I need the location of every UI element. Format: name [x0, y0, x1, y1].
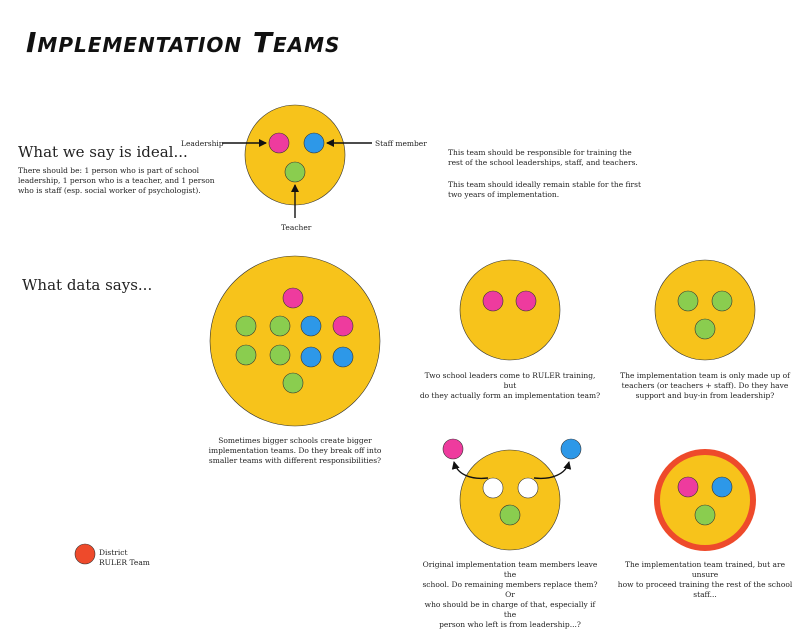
diagram-canvas — [74, 104, 756, 565]
departed-staff — [560, 438, 582, 460]
teachers-only-circle — [654, 259, 756, 361]
member-dot — [677, 290, 699, 312]
member-dot — [269, 315, 291, 337]
teachers-only-caption: The implementation team is only made up … — [620, 371, 790, 400]
leave-arrow-right — [533, 461, 572, 480]
member-dot — [300, 315, 322, 337]
ideal-team-diagram — [222, 104, 372, 218]
member-dot — [282, 287, 304, 309]
member-dot — [711, 290, 733, 312]
member-dot — [677, 476, 699, 498]
data-heading: What data says... — [22, 276, 153, 294]
big-team-circle — [209, 255, 381, 427]
member-dot — [269, 344, 291, 366]
members-leave-circle — [459, 449, 561, 551]
leave-arrow-left — [451, 461, 489, 480]
ideal-description: There should be: 1 person who is part of… — [18, 166, 215, 195]
teacher-member — [284, 161, 306, 183]
legend-district-label: District RULER Team — [99, 548, 150, 567]
district-ring-team-circle — [654, 449, 756, 551]
member-dot — [235, 344, 257, 366]
member-dot — [332, 315, 354, 337]
label-leadership: Leadership — [181, 139, 224, 148]
ideal-heading: What we say is ideal... — [18, 143, 188, 161]
member-dot — [499, 504, 521, 526]
member-dot — [694, 318, 716, 340]
teachers-only-diagram — [654, 259, 756, 361]
member-dot — [711, 476, 733, 498]
ideal-stability-text: This team should ideally remain stable f… — [448, 180, 641, 199]
member-dot — [332, 346, 354, 368]
district-support-caption: The implementation team trained, but are… — [617, 560, 793, 599]
members-leave-diagram — [442, 438, 582, 551]
ideal-responsibility-text: This team should be responsible for trai… — [448, 148, 638, 167]
member-dot — [482, 290, 504, 312]
two-leaders-diagram — [459, 259, 561, 361]
empty-seat — [482, 477, 504, 499]
district-support-diagram — [654, 449, 756, 551]
legend-district-swatch — [74, 543, 96, 565]
leadership-member — [268, 132, 290, 154]
member-dot — [694, 504, 716, 526]
big-team-caption: Sometimes bigger schools create bigger i… — [208, 436, 382, 465]
page-title: Implementation Teams — [26, 26, 341, 59]
member-dot — [282, 372, 304, 394]
member-dot — [300, 346, 322, 368]
label-staff-member: Staff member — [375, 139, 427, 148]
big-team-diagram — [209, 255, 381, 427]
member-dot — [515, 290, 537, 312]
departed-leader — [442, 438, 464, 460]
empty-seat — [517, 477, 539, 499]
staff-member — [303, 132, 325, 154]
members-leave-caption: Original implementation team members lea… — [422, 560, 598, 629]
member-dot — [235, 315, 257, 337]
two-leaders-circle — [459, 259, 561, 361]
two-leaders-caption: Two school leaders come to RULER trainin… — [419, 371, 601, 400]
label-teacher: Teacher — [281, 223, 312, 232]
